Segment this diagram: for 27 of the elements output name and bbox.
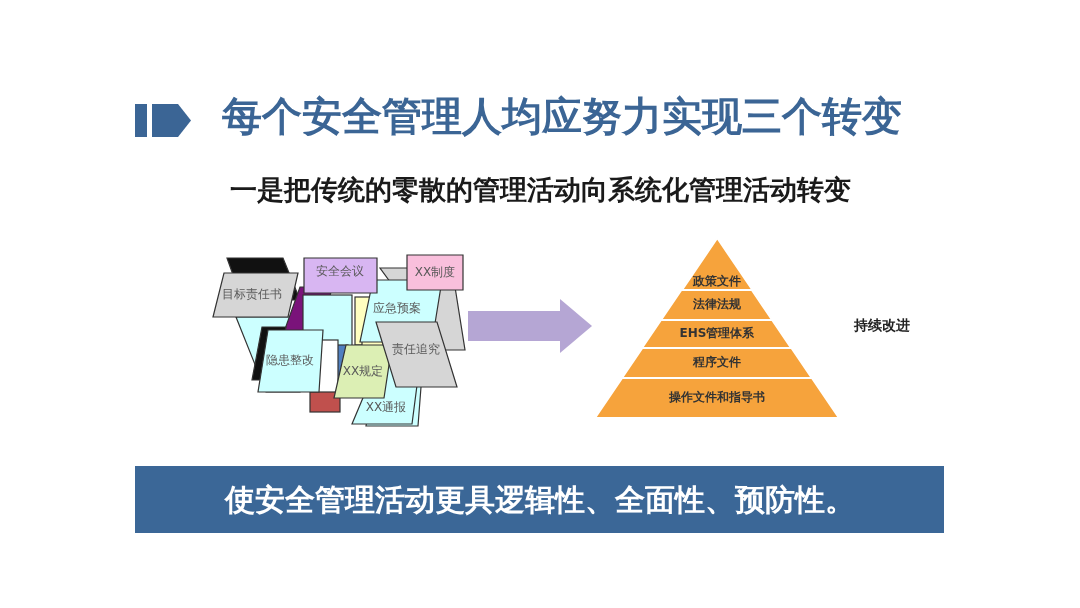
pyramid-layer (594, 377, 840, 419)
paper-sheet (303, 257, 378, 294)
subtitle: 一是把传统的零散的管理活动向系统化管理活动转变 (230, 174, 851, 207)
slide-title: 每个安全管理人均应努力实现三个转变 (222, 92, 902, 140)
banner-text: 使安全管理活动更具逻辑性、全面性、预防性。 (224, 482, 855, 517)
layer-label: 操作文件和指导书 (669, 391, 765, 405)
side-note: 持续改进 (854, 316, 910, 334)
paper-sheet (406, 254, 464, 291)
layer-label: 政策文件 (693, 275, 741, 289)
sheet-label: XX规定 (342, 365, 384, 379)
document-pile (211, 253, 466, 427)
summary-banner (135, 466, 944, 533)
layer-label: 法律法规 (693, 298, 741, 312)
sheet-label: 责任追究 (392, 343, 440, 357)
pyramid (595, 238, 839, 418)
layer-label: EHS管理体系 (679, 327, 755, 341)
sheet-label: 隐患整改 (266, 354, 314, 368)
pyramid-layer (621, 347, 813, 379)
pyramid-layer (641, 319, 793, 349)
sheet-label: 安全会议 (316, 265, 364, 279)
arrow (468, 299, 592, 353)
paper-sheet (212, 272, 299, 318)
sheet-label: 应急预案 (373, 302, 421, 316)
sheet-label: 目标责任书 (222, 288, 282, 302)
sheet-label: XX制度 (414, 266, 456, 280)
sheet-label: XX通报 (365, 401, 407, 415)
layer-label: 程序文件 (693, 356, 741, 370)
